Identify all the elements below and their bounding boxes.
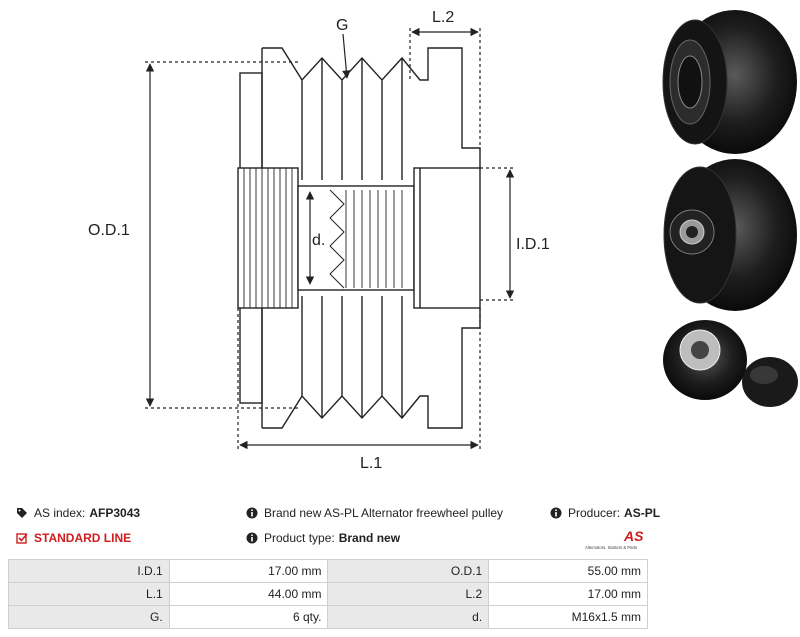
info-icon <box>246 532 258 544</box>
label-od: O.D.1 <box>88 222 130 239</box>
product-photo-bottom <box>663 320 798 407</box>
spec-value: 6 qty. <box>168 605 329 629</box>
spec-value: M16x1.5 mm <box>488 605 648 629</box>
as-pl-logo: AS Alternators, Starters & Parts <box>585 528 644 550</box>
spec-key: L.2 <box>327 582 490 606</box>
product-type-label: Product type: <box>264 531 335 545</box>
label-d: d. <box>312 232 325 249</box>
table-row: L.1 44.00 mm L.2 17.00 mm <box>8 582 648 606</box>
product-photo-top <box>662 10 797 154</box>
info-icon <box>246 507 258 519</box>
checkbox-icon <box>16 533 28 544</box>
spec-value: 17.00 mm <box>488 582 648 606</box>
description: Brand new AS-PL Alternator freewheel pul… <box>246 506 503 520</box>
info-icon <box>550 507 562 519</box>
producer: Producer: AS-PL <box>550 506 660 520</box>
logo-tagline: Alternators, Starters & Parts <box>585 545 637 550</box>
spec-table: I.D.1 17.00 mm O.D.1 55.00 mm L.1 44.00 … <box>8 559 648 629</box>
as-index-value: AFP3043 <box>89 506 141 520</box>
spec-key: G. <box>8 605 170 629</box>
as-index: AS index: AFP3043 <box>16 506 140 520</box>
table-row: I.D.1 17.00 mm O.D.1 55.00 mm <box>8 559 648 583</box>
description-text: Brand new AS-PL Alternator freewheel pul… <box>264 506 504 520</box>
producer-value: AS-PL <box>624 506 661 520</box>
spec-key: I.D.1 <box>8 559 170 583</box>
product-type-value: Brand new <box>338 531 401 545</box>
label-g: G <box>336 17 348 34</box>
technical-drawing: O.D.1 I.D.1 d. L.1 L.2 G <box>88 9 798 472</box>
spec-key: O.D.1 <box>327 559 490 583</box>
tags-icon <box>17 508 27 518</box>
label-id: I.D.1 <box>516 236 550 253</box>
spec-key: L.1 <box>8 582 170 606</box>
spec-value: 55.00 mm <box>488 559 648 583</box>
producer-label: Producer: <box>568 506 621 520</box>
spec-value: 17.00 mm <box>168 559 329 583</box>
logo-mark: AS <box>623 528 644 544</box>
label-l2: L.2 <box>432 9 454 26</box>
product-photo-middle <box>663 159 797 311</box>
spec-value: 44.00 mm <box>168 582 329 606</box>
as-index-label: AS index: <box>34 506 86 520</box>
standard-line-label: STANDARD LINE <box>34 531 132 545</box>
standard-line: STANDARD LINE <box>16 531 131 545</box>
pulley-cross-section <box>237 47 481 429</box>
product-type: Product type: Brand new <box>246 531 400 545</box>
spec-key: d. <box>327 605 490 629</box>
label-l1: L.1 <box>360 455 382 472</box>
table-row: G. 6 qty. d. M16x1.5 mm <box>8 605 648 629</box>
dimension-lines <box>145 27 515 450</box>
